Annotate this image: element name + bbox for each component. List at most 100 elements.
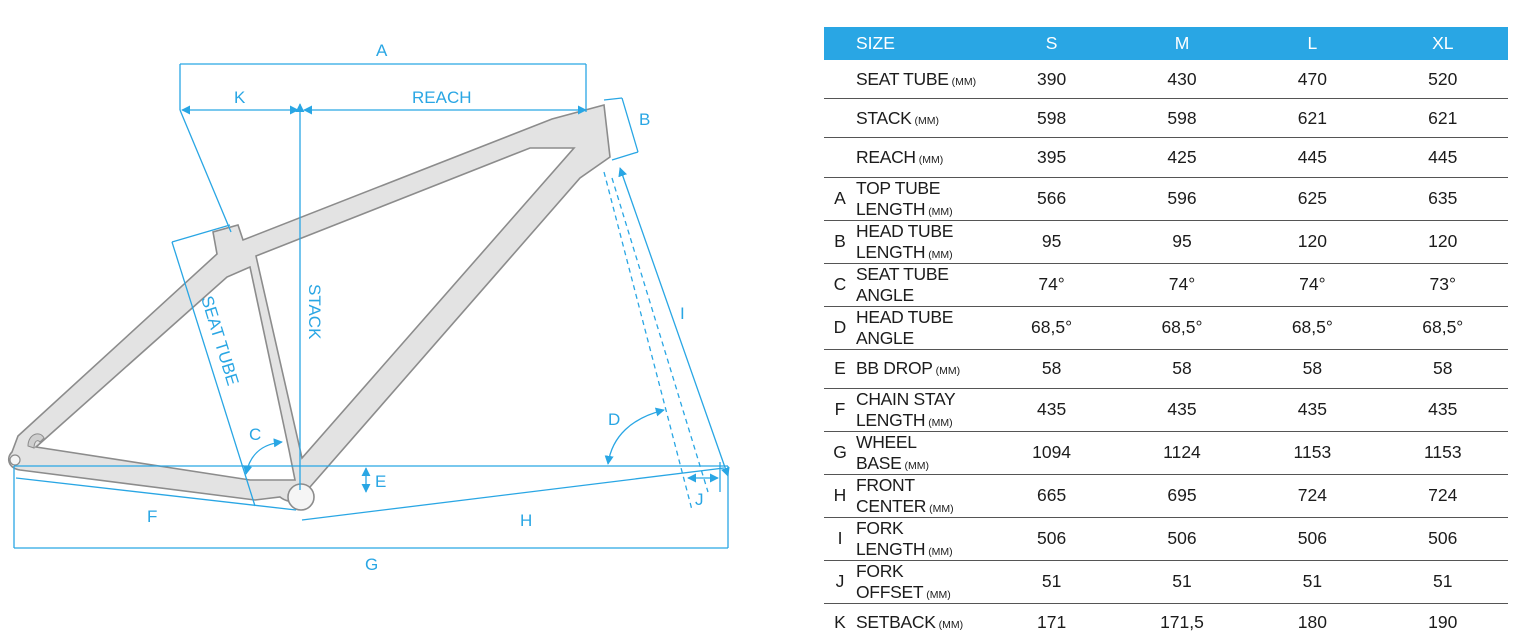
row-letter: J [835,571,845,592]
row-label: SETBACK [856,612,936,633]
fork-axis-dashed [603,171,693,511]
row-value: 1153 [1293,442,1332,463]
row-value: 445 [1297,146,1327,167]
dimension-lines [13,63,730,549]
dropout-slot [27,433,45,449]
header-size-xl: XL [1377,27,1508,60]
row-label: SEAT TUBE ANGLE [856,263,949,305]
row-value: 598 [1036,107,1067,128]
row-value: 621 [1297,107,1327,128]
row-value: 520 [1428,68,1458,89]
header-size-s: S [986,27,1117,60]
dim-f-line [15,477,297,511]
dim-b-line-right [621,97,639,153]
row-value: 598 [1167,107,1197,128]
row-label-cell: HEAD TUBE ANGLE [856,306,986,349]
row-label: FRONT CENTER [856,474,927,516]
row-value: 51 [1302,571,1323,592]
label-f: F [147,507,157,526]
row-value: 435 [1167,399,1197,420]
row-value: 58 [1433,358,1453,379]
row-letter: E [834,358,846,379]
row-value: 395 [1036,146,1067,167]
row-value: 506 [1167,528,1197,549]
table-header-row: SIZE S M L XL [824,27,1508,60]
row-value: 1094 [1032,442,1072,463]
label-c: C [249,425,261,444]
row-unit: (MM) [929,502,954,515]
row-label: HEAD TUBE LENGTH [856,220,954,262]
label-j: J [695,490,704,509]
row-value: 68,5° [1031,317,1073,338]
row-label-cell: REACH(MM) [856,138,986,177]
row-value: 1124 [1163,442,1201,463]
row-value: 74° [1038,274,1065,295]
row-value: 120 [1428,231,1458,252]
row-label: CHAIN STAY LENGTH [856,388,956,430]
row-label: HEAD TUBE ANGLE [856,306,954,348]
row-unit: (MM) [928,205,953,218]
row-value: 190 [1428,612,1458,633]
row-letter: G [833,442,847,463]
row-letter [824,138,856,177]
row-label-cell: SEAT TUBE(MM) [856,60,986,99]
row-letter: B [834,231,846,252]
row-label: REACH [856,146,916,167]
row-unit: (MM) [935,365,961,378]
label-b: B [639,110,650,129]
rear-axle [9,454,21,466]
row-value: 51 [1433,571,1453,592]
row-label-cell: SEAT TUBE ANGLE [856,263,986,306]
header-size-l: L [1247,27,1378,60]
label-h: H [520,511,532,530]
bike-frame [7,103,611,511]
row-value: 58 [1041,358,1062,379]
row-value: 625 [1297,188,1327,209]
row-value: 425 [1167,146,1197,167]
row-value: 470 [1297,68,1327,89]
dim-b-line-top [603,97,623,101]
row-value: 95 [1041,231,1062,252]
row-unit: (MM) [928,248,953,261]
row-label-cell: TOP TUBE LENGTH(MM) [856,177,986,220]
row-value: 180 [1297,612,1327,633]
row-unit: (MM) [918,153,944,166]
row-value: 74° [1168,274,1196,295]
label-stack: STACK [305,284,324,340]
label-e: E [375,472,386,491]
dim-seat-tube-outer [171,241,256,507]
row-label-cell: FORK LENGTH(MM) [856,517,986,560]
row-value: 68,5° [1291,317,1333,338]
label-a: A [376,41,388,60]
row-unit: (MM) [938,619,964,632]
row-unit: (MM) [928,545,953,558]
row-letter: A [834,188,846,209]
row-value: 51 [1172,571,1192,592]
row-value: 68,5° [1161,317,1203,338]
label-seat-tube: SEAT TUBE [197,294,242,388]
row-label: SEAT TUBE [856,68,949,89]
frame-geometry-diagram: A K REACH B STACK SEAT TUBE C D E F G H … [7,41,730,574]
row-label: WHEEL BASE [856,431,917,473]
row-unit: (MM) [928,416,953,429]
dim-h-line [301,467,725,521]
row-unit: (MM) [914,114,940,127]
label-i: I [680,304,685,323]
row-letter: K [834,612,846,633]
row-label: TOP TUBE LENGTH [856,177,941,219]
row-label: FORK OFFSET [856,560,924,602]
label-k: K [234,88,246,107]
row-letter [824,60,856,99]
row-value: 120 [1297,231,1327,252]
row-value: 435 [1297,399,1327,420]
